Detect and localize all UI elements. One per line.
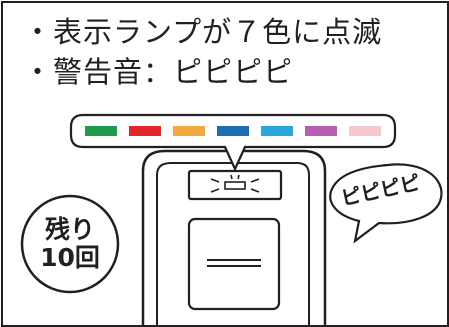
- remaining-count: 10回: [40, 243, 100, 272]
- instruction-lamp-blink: ・表示ランプが７色に点滅: [23, 15, 382, 49]
- device-illustration: [20, 113, 443, 325]
- instruction-text: 警告音：ピピピピ: [53, 55, 294, 89]
- status-lamp: [224, 181, 246, 190]
- lamp-color-swatch: [349, 126, 381, 136]
- bullet: ・: [23, 15, 54, 49]
- instruction-warning-sound: ・警告音：ピピピピ: [23, 55, 293, 89]
- device-panel: [187, 217, 281, 311]
- lamp-color-swatch: [129, 126, 161, 136]
- lamp-color-swatch: [261, 126, 293, 136]
- lamp-color-swatch: [85, 126, 117, 136]
- color-callout-bubble: [69, 113, 397, 172]
- beep-speech-bubble: [329, 163, 443, 244]
- lamp-blink-rays: [210, 174, 260, 193]
- remaining-count-circle: [20, 194, 120, 294]
- remaining-label: 残り: [44, 215, 95, 244]
- lamp-color-swatch: [305, 126, 337, 136]
- lamp-color-swatches: [85, 126, 381, 136]
- lamp-color-swatch: [217, 126, 249, 136]
- lamp-color-swatch: [173, 126, 205, 136]
- bullet: ・: [23, 55, 54, 89]
- instruction-text: 表示ランプが７色に点滅: [53, 15, 383, 49]
